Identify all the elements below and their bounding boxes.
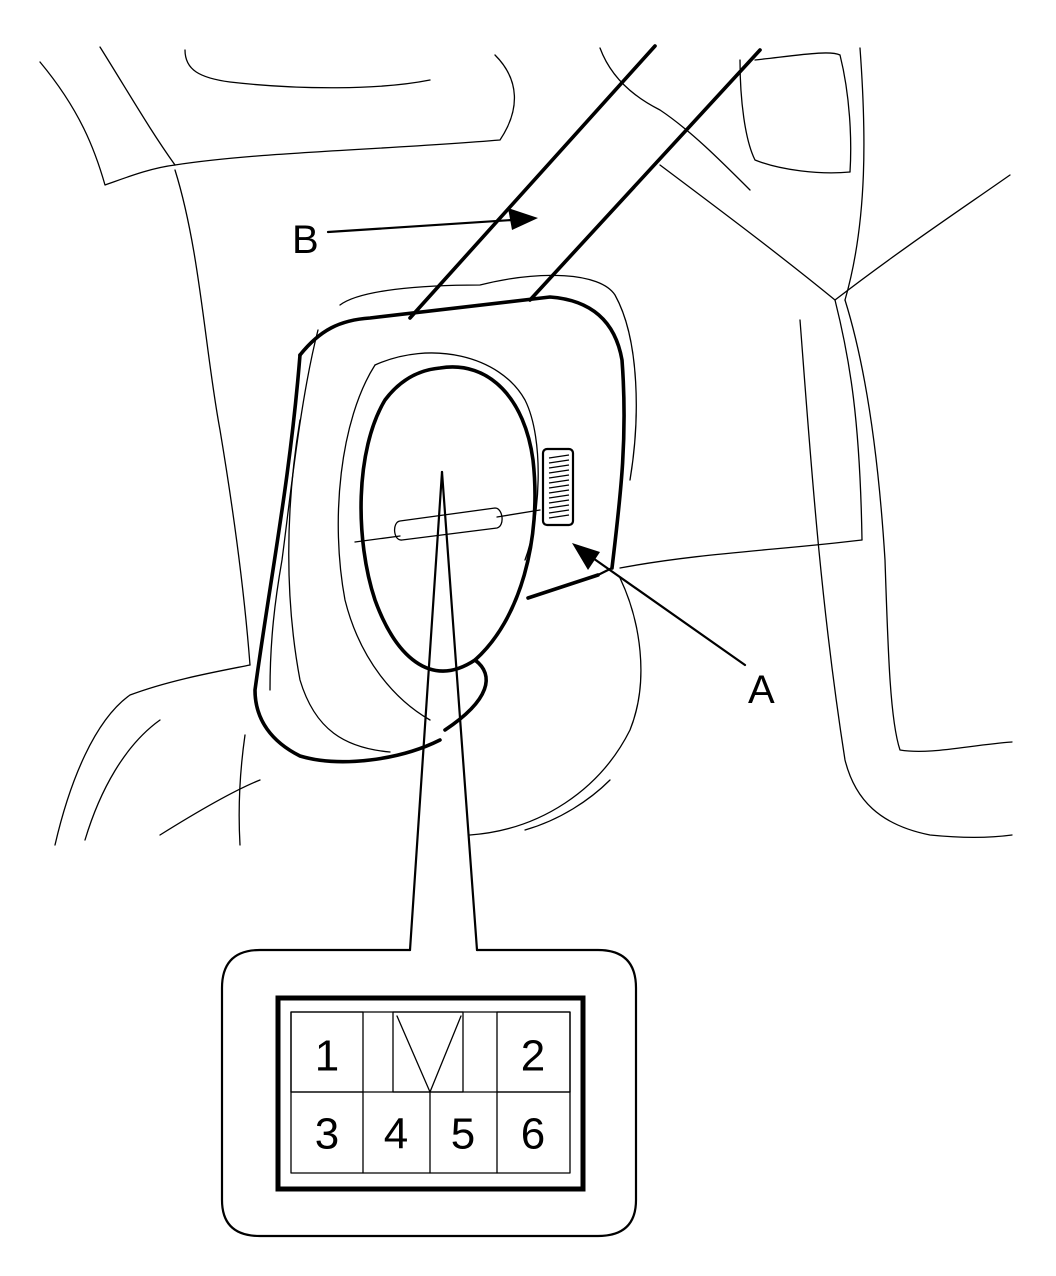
lock-tab-icon <box>396 1015 462 1093</box>
pin-1-label: 1 <box>315 1032 339 1081</box>
knurl-line <box>548 509 570 514</box>
knurl-line <box>548 464 570 469</box>
callout-label-b: B <box>292 218 319 262</box>
knurl-line <box>548 514 570 519</box>
callout-arrow-a <box>572 543 747 667</box>
knurl-line <box>548 454 570 459</box>
callout-arrow-b <box>326 208 538 234</box>
pin-3-label: 3 <box>315 1110 339 1159</box>
pin-6-label: 6 <box>521 1110 545 1159</box>
lock-tab-outline <box>392 1011 464 1093</box>
knurl-line <box>548 479 570 484</box>
knurl-line <box>548 459 570 464</box>
cavity-divider-cols <box>362 1091 498 1174</box>
connector-callout <box>220 470 638 1238</box>
callout-label-a: A <box>748 668 775 712</box>
knurl-line <box>548 494 570 499</box>
pin-4-label: 4 <box>384 1110 408 1159</box>
pin-2-label: 2 <box>521 1032 545 1081</box>
pin-5-label: 5 <box>451 1110 475 1159</box>
connector-face: 1 2 3 4 5 6 <box>275 995 586 1192</box>
knurl-line <box>548 474 570 479</box>
knurl-line <box>548 499 570 504</box>
release-tab-knurl <box>548 454 570 519</box>
knurl-line <box>548 504 570 509</box>
dashboard-outline <box>39 46 1013 846</box>
knurl-line <box>548 469 570 474</box>
tool-bar <box>408 44 762 320</box>
knurl-line <box>548 484 570 489</box>
ignition-housing <box>253 295 626 764</box>
knurl-line <box>548 489 570 494</box>
release-tab <box>541 447 575 527</box>
